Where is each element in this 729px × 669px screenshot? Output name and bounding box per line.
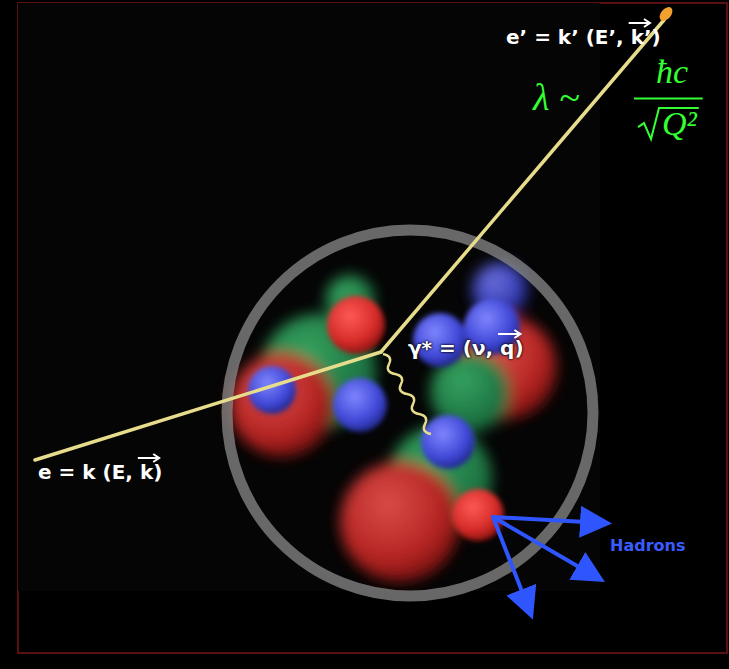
fraction-numerator: ħc xyxy=(656,52,688,91)
photon-line xyxy=(383,354,431,434)
vector-arrow xyxy=(629,22,650,24)
wavelength-label: λ ~ xyxy=(533,76,580,120)
vector-arrow xyxy=(138,457,159,459)
image-ground xyxy=(18,3,600,591)
incoming-electron-label: e = k (E, k) xyxy=(38,461,162,484)
virtual-photon-label: γ* = (ν, q) xyxy=(408,337,524,360)
vector-arrow xyxy=(498,333,520,335)
quarks xyxy=(248,296,520,541)
fraction-bar xyxy=(634,98,703,100)
scattered-electron-label: e’ = k’ (E’, k’) xyxy=(506,26,661,49)
frame xyxy=(18,3,727,653)
electron-track xyxy=(35,20,664,460)
hadrons-label: Hadrons xyxy=(610,537,685,555)
electron-tip xyxy=(657,5,675,24)
hadron-arrows xyxy=(493,517,604,612)
fraction-denominator: Q² xyxy=(662,104,697,143)
